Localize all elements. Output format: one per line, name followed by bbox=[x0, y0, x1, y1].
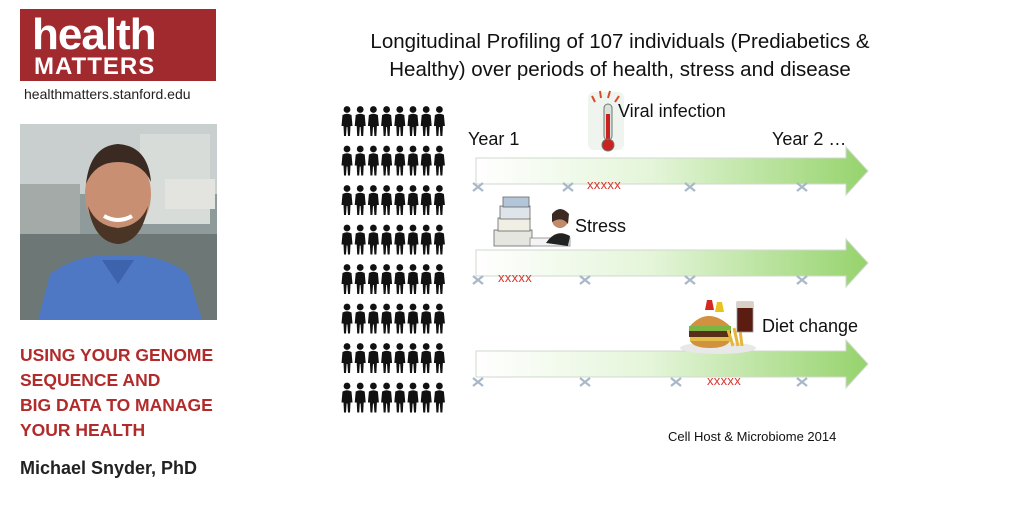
person-icon bbox=[381, 106, 393, 136]
diet-change-label: Diet change bbox=[762, 316, 859, 336]
person-icon bbox=[354, 382, 366, 413]
person-icon bbox=[341, 224, 353, 255]
diagram-title: Longitudinal Profiling of 107 individual… bbox=[300, 28, 940, 84]
person-icon bbox=[354, 303, 366, 334]
person-icon bbox=[407, 224, 419, 255]
person-icon bbox=[381, 382, 393, 413]
person-icon bbox=[420, 264, 432, 294]
diet-change-marker: xxxxx bbox=[707, 373, 741, 388]
person-icon bbox=[341, 185, 353, 215]
health-matters-logo: health MATTERS bbox=[20, 9, 216, 81]
stress-icon bbox=[493, 196, 571, 247]
year-end-label: Year 2 … bbox=[772, 129, 847, 149]
person-icon bbox=[420, 303, 432, 334]
person-icon bbox=[354, 145, 366, 176]
person-icon bbox=[381, 224, 393, 255]
person-icon bbox=[433, 303, 445, 334]
viral-infection-marker: xxxxx bbox=[587, 177, 621, 192]
person-icon bbox=[354, 185, 366, 215]
person-icon bbox=[433, 145, 445, 176]
person-icon bbox=[394, 264, 406, 294]
speaker-photo bbox=[20, 124, 217, 320]
person-icon bbox=[394, 145, 406, 176]
stress-label: Stress bbox=[575, 216, 627, 236]
person-icon bbox=[341, 145, 353, 176]
person-icon bbox=[394, 106, 406, 136]
diagram-title-line-1: Longitudinal Profiling of 107 individual… bbox=[370, 30, 870, 53]
talk-title: USING YOUR GENOME SEQUENCE AND BIG DATA … bbox=[20, 343, 230, 443]
person-icon bbox=[433, 185, 445, 215]
person-icon bbox=[420, 145, 432, 176]
diagram-title-line-2: Healthy) over periods of health, stress … bbox=[389, 58, 851, 81]
timeline-arrow-1 bbox=[475, 145, 869, 197]
person-icon bbox=[354, 264, 366, 294]
talk-title-line-1: USING YOUR GENOME bbox=[20, 345, 214, 365]
talk-title-line-4: YOUR HEALTH bbox=[20, 420, 146, 440]
person-icon bbox=[433, 343, 445, 373]
person-icon bbox=[381, 145, 393, 176]
timeline-arrow-3 bbox=[475, 338, 869, 390]
person-icon bbox=[367, 185, 379, 215]
person-icon bbox=[433, 382, 445, 413]
person-icon bbox=[381, 185, 393, 215]
person-icon bbox=[341, 382, 353, 413]
citation: Cell Host & Microbiome 2014 bbox=[668, 429, 837, 444]
person-icon bbox=[367, 145, 379, 176]
logo-word-matters: MATTERS bbox=[34, 53, 156, 80]
person-icon bbox=[394, 224, 406, 255]
person-icon bbox=[354, 106, 366, 136]
stress-marker: xxxxx bbox=[498, 270, 532, 285]
person-icon bbox=[367, 224, 379, 255]
food-icon bbox=[680, 300, 756, 354]
people-icon-grid bbox=[341, 106, 445, 413]
person-icon bbox=[394, 343, 406, 373]
person-icon bbox=[341, 264, 353, 294]
person-icon bbox=[367, 106, 379, 136]
person-icon bbox=[433, 106, 445, 136]
person-icon bbox=[381, 343, 393, 373]
person-icon bbox=[341, 343, 353, 373]
talk-title-line-3: BIG DATA TO MANAGE bbox=[20, 395, 213, 415]
person-icon bbox=[394, 185, 406, 215]
site-url[interactable]: healthmatters.stanford.edu bbox=[24, 86, 191, 102]
timeline-arrow-2 bbox=[475, 237, 869, 289]
speaker-name: Michael Snyder, PhD bbox=[20, 458, 198, 478]
thermometer-icon bbox=[588, 90, 624, 152]
person-icon bbox=[381, 303, 393, 334]
person-icon bbox=[433, 224, 445, 255]
person-icon bbox=[354, 343, 366, 373]
person-icon bbox=[420, 224, 432, 255]
person-icon bbox=[407, 185, 419, 215]
person-icon bbox=[394, 303, 406, 334]
talk-title-line-2: SEQUENCE AND bbox=[20, 370, 161, 390]
person-icon bbox=[407, 145, 419, 176]
person-icon bbox=[367, 303, 379, 334]
person-icon bbox=[367, 343, 379, 373]
person-icon bbox=[407, 106, 419, 136]
person-icon bbox=[354, 224, 366, 255]
logo-word-health: health bbox=[32, 10, 157, 59]
person-icon bbox=[420, 343, 432, 373]
viral-infection-label: Viral infection bbox=[618, 101, 726, 121]
person-icon bbox=[341, 303, 353, 334]
person-icon bbox=[420, 185, 432, 215]
person-icon bbox=[367, 264, 379, 294]
person-icon bbox=[367, 382, 379, 413]
person-icon bbox=[407, 264, 419, 294]
person-icon bbox=[420, 106, 432, 136]
person-icon bbox=[341, 106, 353, 136]
person-icon bbox=[394, 382, 406, 413]
person-icon bbox=[407, 343, 419, 373]
person-icon bbox=[407, 303, 419, 334]
year-start-label: Year 1 bbox=[468, 129, 520, 149]
person-icon bbox=[433, 264, 445, 294]
person-icon bbox=[407, 382, 419, 413]
person-icon bbox=[420, 382, 432, 413]
person-icon bbox=[381, 264, 393, 294]
